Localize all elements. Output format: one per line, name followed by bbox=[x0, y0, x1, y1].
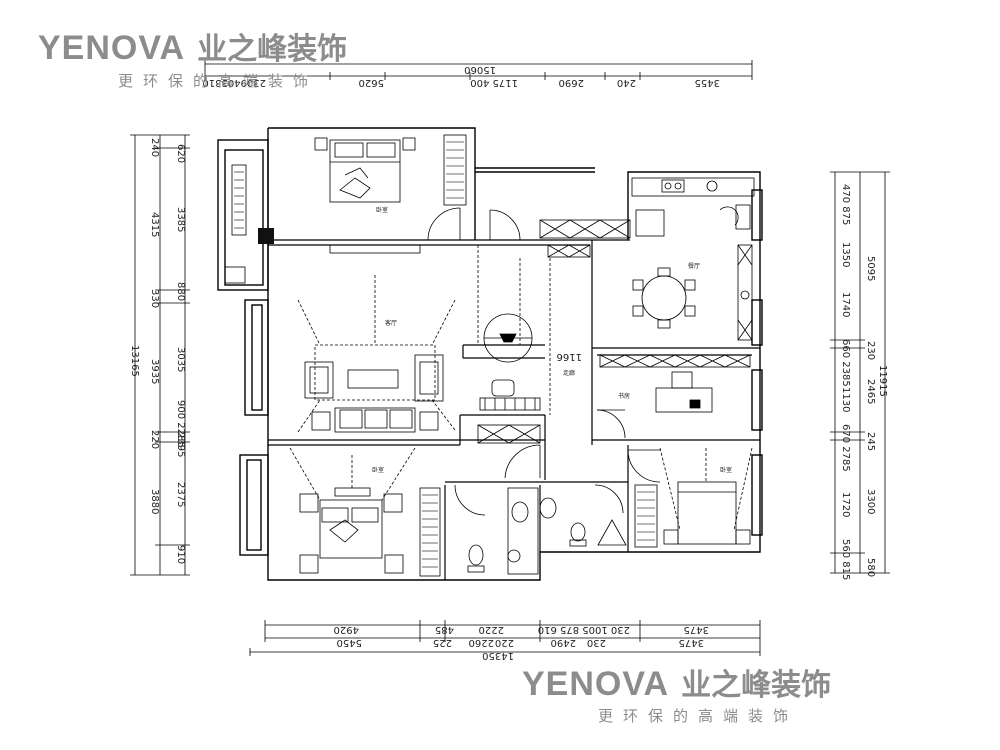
left-outer-6: 3880 bbox=[149, 489, 160, 514]
right-inner-8: 560 815 bbox=[840, 539, 851, 580]
bed-top bbox=[314, 137, 421, 254]
brand-slogan-top: 更环保的高端装饰 bbox=[118, 72, 319, 90]
left-inner-8: 910 bbox=[175, 545, 186, 564]
brand-latin-top: YENOVA bbox=[38, 29, 186, 67]
bottom-r2-3: 2260 bbox=[469, 637, 494, 648]
left-total-dimension: 13165 bbox=[129, 345, 140, 377]
kitchen bbox=[631, 177, 755, 237]
bottom-r2-7: 3475 bbox=[679, 637, 704, 648]
cabinets bbox=[477, 219, 753, 444]
left-inner-7: 2375 bbox=[175, 482, 186, 507]
exterior-walls bbox=[217, 127, 763, 581]
center-dimension-label: 1166 bbox=[557, 351, 582, 362]
left-outer-5: 220 bbox=[149, 430, 160, 449]
left-inner-5: 900 2285 bbox=[175, 400, 186, 448]
top-dim-6: 2309403310 bbox=[202, 77, 266, 88]
room-label-dining: 餐厅 bbox=[688, 262, 700, 270]
right-outer-2: 230 bbox=[865, 341, 876, 360]
washing-machine bbox=[224, 266, 246, 284]
right-inner-4: 660 2385 bbox=[840, 339, 851, 387]
top-dim-3: 2690 bbox=[559, 77, 584, 88]
right-outer-3: 2465 bbox=[865, 379, 876, 404]
right-total-dimension: 11915 bbox=[877, 365, 888, 397]
left-outer-3: 330 bbox=[149, 289, 160, 308]
bottom-r1-1: 4920 bbox=[334, 624, 359, 635]
bottom-r2-5: 2490 bbox=[551, 637, 576, 648]
bed-bottom-left bbox=[289, 447, 416, 574]
left-outer-labels: 240 4315 330 3935 220 3880 bbox=[149, 138, 160, 514]
dining-set bbox=[632, 267, 696, 329]
left-inner-4: 3035 bbox=[175, 347, 186, 372]
room-label-study: 书房 bbox=[618, 392, 630, 400]
door-swings bbox=[427, 207, 661, 516]
left-outer-4: 3935 bbox=[149, 359, 160, 384]
right-inner-7: 1720 bbox=[840, 492, 851, 517]
right-inner-6: 670 2785 bbox=[840, 424, 851, 472]
top-dim-2: 240 bbox=[617, 77, 636, 88]
brand-logo-bottom: YENOVA 业之峰装饰 bbox=[522, 660, 831, 704]
left-dimension-chain bbox=[130, 134, 190, 576]
bottom-row1-labels: 4920 485 2220 230 1005 875 610 3475 bbox=[334, 624, 709, 635]
right-inner-1: 470 875 bbox=[840, 184, 851, 225]
left-inner-2: 3385 bbox=[175, 207, 186, 232]
top-dim-4: 1175 400 bbox=[470, 77, 518, 88]
left-inner-6: 2395 bbox=[175, 432, 186, 457]
tv-console bbox=[479, 379, 541, 411]
brand-latin-bottom: YENOVA bbox=[522, 665, 670, 703]
right-outer-labels: 5095 230 2465 245 3300 580 bbox=[865, 256, 876, 577]
left-inner-3: 880 bbox=[175, 282, 186, 301]
right-inner-labels: 470 875 1350 1740 660 2385 1130 670 2785… bbox=[840, 184, 851, 580]
brand-logo-top: YENOVA 业之峰装饰 bbox=[38, 24, 347, 68]
bottom-total-dimension: 14350 bbox=[482, 650, 514, 661]
top-dim-1: 3455 bbox=[695, 77, 720, 88]
brand-cn-bottom: 业之峰装饰 bbox=[681, 668, 832, 703]
right-outer-1: 5095 bbox=[865, 256, 876, 281]
living-room-furniture bbox=[297, 245, 551, 433]
left-outer-2: 4315 bbox=[149, 212, 160, 237]
right-dimension-chain bbox=[830, 171, 890, 574]
right-outer-4: 245 bbox=[865, 432, 876, 451]
study-desk bbox=[655, 371, 713, 413]
interior-walls bbox=[268, 239, 760, 580]
bottom-row2-labels: 5450 225 2260 220 2490 230 3475 bbox=[337, 637, 704, 648]
bottom-r1-5: 3475 bbox=[684, 624, 709, 635]
top-dimension-chain bbox=[204, 60, 753, 80]
room-label-bedroom-top: 卧室 bbox=[376, 206, 388, 214]
top-dimension-labels: 3455 240 2690 1175 400 5620 2309403310 bbox=[202, 77, 720, 88]
room-label-corridor: 走廊 bbox=[563, 369, 575, 377]
right-outer-6: 580 bbox=[865, 558, 876, 577]
top-dim-5: 5620 bbox=[359, 77, 384, 88]
round-side-table bbox=[483, 313, 533, 363]
room-label-bedroom-bottom-left: 卧室 bbox=[372, 466, 384, 474]
structural-pillar bbox=[258, 228, 274, 244]
bottom-r1-3: 2220 bbox=[479, 624, 504, 635]
bathroom-fixtures bbox=[467, 487, 627, 575]
right-inner-5: 1130 bbox=[840, 387, 851, 412]
bottom-r1-2: 485 bbox=[435, 624, 454, 635]
top-total-dimension: 15060 bbox=[464, 64, 496, 75]
bottom-r2-4: 220 bbox=[495, 637, 514, 648]
left-inner-labels: 620 3385 880 3035 900 2285 2395 2375 910 bbox=[175, 144, 186, 564]
bottom-r2-6: 230 bbox=[587, 637, 606, 648]
wardrobes bbox=[231, 134, 658, 577]
bottom-r2-1: 5450 bbox=[337, 637, 362, 648]
room-label-bedroom-bottom-right: 卧室 bbox=[720, 466, 732, 474]
bottom-r1-4: 230 1005 875 610 bbox=[538, 624, 630, 635]
brand-slogan-bottom: 更环保的高端装饰 bbox=[598, 707, 799, 725]
right-outer-5: 3300 bbox=[865, 489, 876, 514]
left-outer-1: 240 bbox=[149, 138, 160, 157]
bed-bottom-right bbox=[659, 447, 753, 545]
brand-cn-top: 业之峰装饰 bbox=[197, 32, 348, 67]
bottom-dimension-chain bbox=[249, 620, 761, 656]
bottom-r2-2: 225 bbox=[433, 637, 452, 648]
right-inner-2: 1350 bbox=[840, 242, 851, 267]
room-label-living: 客厅 bbox=[385, 319, 397, 327]
left-inner-1: 620 bbox=[175, 144, 186, 163]
right-inner-3: 1740 bbox=[840, 292, 851, 317]
